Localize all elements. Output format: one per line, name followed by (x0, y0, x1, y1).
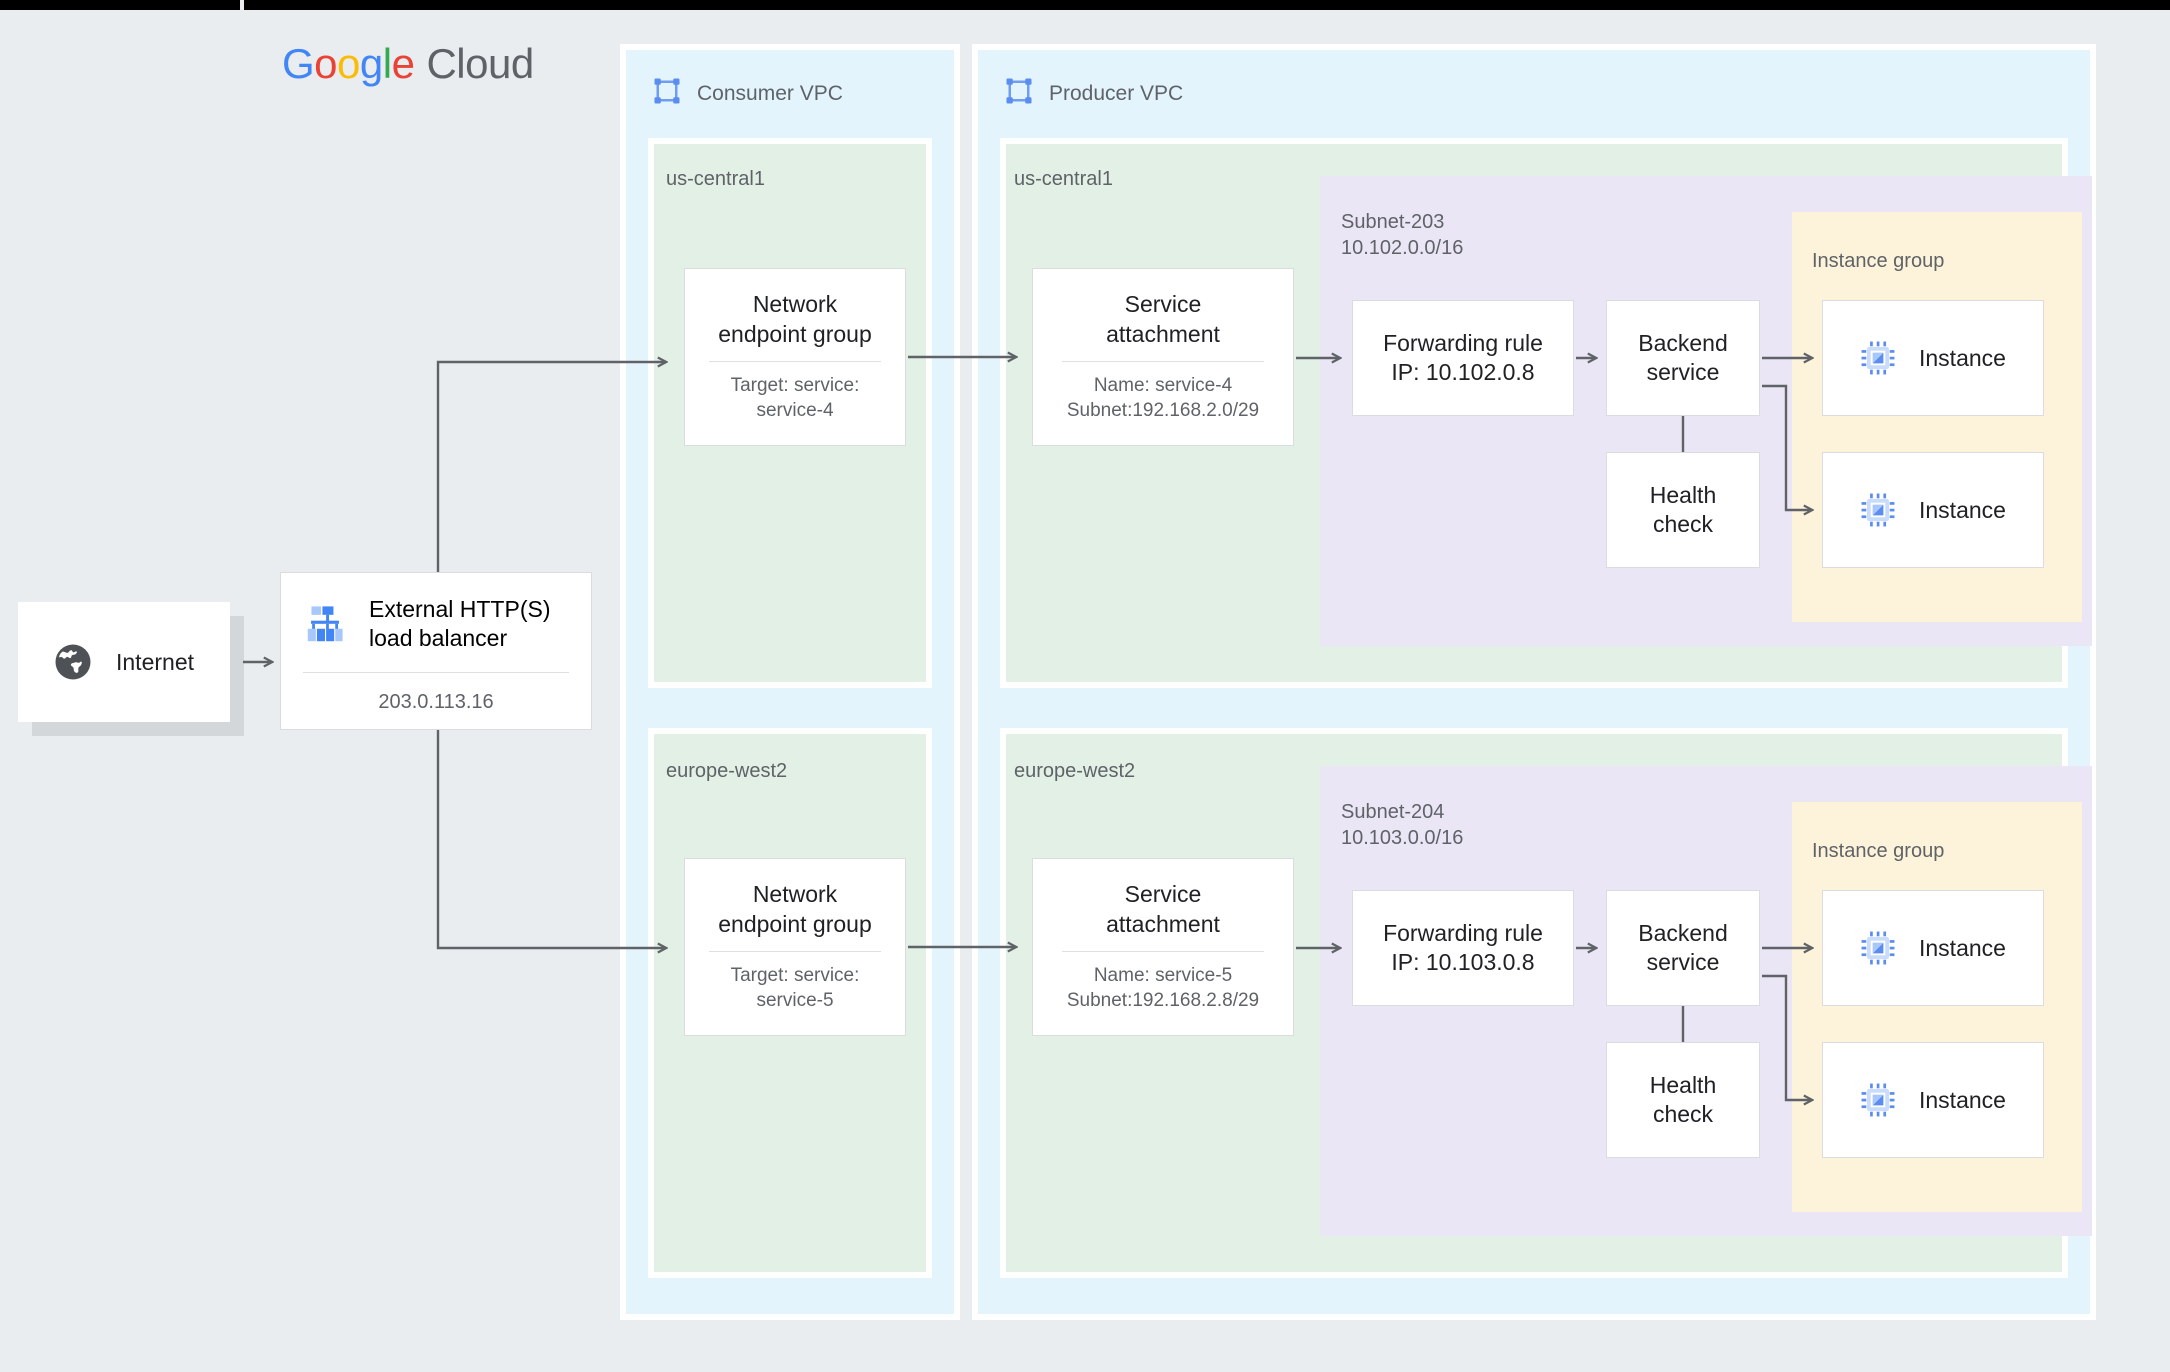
logo-letter-o2: o (337, 40, 360, 87)
vpc-icon (652, 76, 682, 106)
logo-word-cloud: Cloud (426, 40, 534, 87)
service-attachment-us-central1[interactable]: Service attachment Name: service-4 Subne… (1032, 268, 1294, 446)
top-black-bar (0, 0, 2170, 10)
instance-chip-icon (1859, 929, 1897, 967)
instance-2-europe-west2[interactable]: Instance (1822, 1042, 2044, 1158)
health-check-us-central1[interactable]: Health check (1606, 452, 1760, 568)
health-check-title: Health check (1649, 1071, 1717, 1127)
service-attachment-title: Service attachment (1106, 881, 1220, 937)
producer-vpc-title: Producer VPC (1049, 82, 1184, 105)
service-attachment-title: Service attachment (1106, 291, 1220, 347)
instance-label: Instance (1919, 344, 2006, 371)
instance-chip-icon (1859, 491, 1897, 529)
backend-service-title: Backend service (1638, 329, 1728, 385)
network-endpoint-group-europe-west2[interactable]: Network endpoint group Target: service: … (684, 858, 906, 1036)
logo-letter-l: l (382, 40, 392, 87)
logo-letter-g2: g (359, 40, 383, 87)
load-balancer-icon (303, 602, 347, 646)
vpc-icon (1004, 76, 1034, 106)
globe-icon (52, 641, 94, 683)
internet-node[interactable]: Internet (18, 602, 230, 722)
forwarding-rule-us-central1[interactable]: Forwarding rule IP: 10.102.0.8 (1352, 300, 1574, 416)
health-check-title: Health check (1649, 481, 1717, 537)
logo-letter-o1: o (314, 40, 338, 87)
internet-label: Internet (116, 648, 194, 675)
service-attachment-subtitle: Name: service-5 Subnet:192.168.2.8/29 (1066, 965, 1260, 1011)
subnet-204-label: Subnet-204 10.103.0.0/16 (1341, 801, 1464, 849)
logo-letter-e: e (391, 40, 415, 87)
logo-letter-g1: G (282, 40, 315, 87)
external-http-load-balancer[interactable]: External HTTP(S) load balancer 203.0.113… (280, 572, 592, 730)
instance-chip-icon (1859, 1081, 1897, 1119)
forwarding-rule-europe-west2[interactable]: Forwarding rule IP: 10.103.0.8 (1352, 890, 1574, 1006)
producer-region-label-bottom: europe-west2 (1014, 760, 1136, 782)
forwarding-rule-title: Forwarding rule IP: 10.103.0.8 (1383, 919, 1543, 975)
subnet-203-label: Subnet-203 10.102.0.0/16 (1341, 211, 1464, 259)
instance-2-us-central1[interactable]: Instance (1822, 452, 2044, 568)
health-check-europe-west2[interactable]: Health check (1606, 1042, 1760, 1158)
neg-subtitle: Target: service: service-5 (730, 965, 860, 1011)
consumer-region-label-bottom: europe-west2 (666, 760, 788, 782)
forwarding-rule-title: Forwarding rule IP: 10.102.0.8 (1383, 329, 1543, 385)
load-balancer-ip: 203.0.113.16 (378, 690, 494, 713)
network-endpoint-group-us-central1[interactable]: Network endpoint group Target: service: … (684, 268, 906, 446)
backend-service-title: Backend service (1638, 919, 1728, 975)
backend-service-europe-west2[interactable]: Backend service (1606, 890, 1760, 1006)
neg-title: Network endpoint group (718, 291, 872, 347)
instance-group-label-top: Instance group (1812, 250, 1945, 272)
service-attachment-subtitle: Name: service-4 Subnet:192.168.2.0/29 (1066, 375, 1260, 421)
backend-service-us-central1[interactable]: Backend service (1606, 300, 1760, 416)
instance-chip-icon (1859, 339, 1897, 377)
consumer-region-label-top: us-central1 (666, 168, 765, 190)
instance-label: Instance (1919, 1086, 2006, 1113)
instance-label: Instance (1919, 934, 2006, 961)
load-balancer-title: External HTTP(S) load balancer (369, 596, 551, 652)
producer-region-label-top: us-central1 (1014, 168, 1113, 190)
neg-title: Network endpoint group (718, 881, 872, 937)
instance-group-label-bottom: Instance group (1812, 840, 1945, 862)
consumer-vpc-title: Consumer VPC (697, 82, 843, 105)
instance-1-europe-west2[interactable]: Instance (1822, 890, 2044, 1006)
instance-1-us-central1[interactable]: Instance (1822, 300, 2044, 416)
instance-label: Instance (1919, 496, 2006, 523)
service-attachment-europe-west2[interactable]: Service attachment Name: service-5 Subne… (1032, 858, 1294, 1036)
neg-subtitle: Target: service: service-4 (730, 375, 860, 421)
